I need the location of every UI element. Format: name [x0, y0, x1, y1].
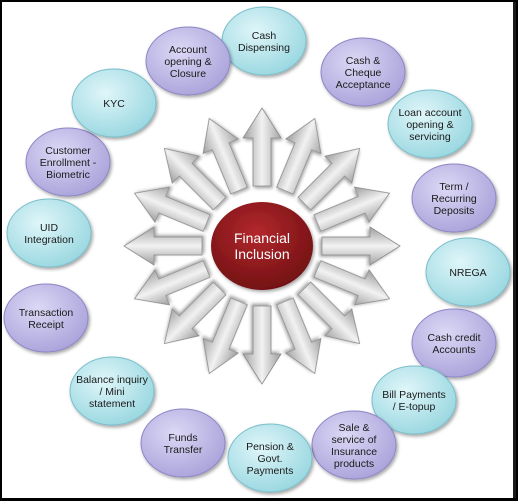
node-ellipse [411, 308, 497, 378]
arrow-2 [276, 117, 322, 195]
arrow-13 [123, 226, 203, 266]
arrow-12 [133, 260, 211, 306]
arrow-1 [242, 107, 282, 187]
node-bill-payments: Bill Payments/ E-topup [371, 365, 457, 435]
node-ellipse [411, 163, 497, 233]
arrow-9 [242, 305, 282, 385]
node-ellipse [371, 365, 457, 435]
node-kyc: KYC [71, 68, 157, 138]
node-ellipse [25, 127, 111, 197]
arrow-15 [163, 147, 227, 211]
arrow-11 [163, 281, 227, 345]
arrow-5 [321, 226, 401, 266]
arrow-8 [276, 297, 322, 375]
node-ellipse [3, 283, 89, 353]
node-ellipse [311, 410, 397, 480]
node-nrega: NREGA [425, 237, 511, 307]
arrow-16 [202, 117, 248, 195]
node-label: KYC [103, 98, 125, 110]
center-ellipse [211, 202, 313, 290]
node-ellipse [69, 356, 155, 426]
arrow-ring [123, 107, 401, 385]
node-label: NREGA [449, 267, 486, 279]
node-ellipse [145, 26, 231, 96]
arrow-3 [297, 147, 361, 211]
node-ellipse [6, 198, 92, 268]
node-ellipse [140, 408, 226, 478]
arrow-14 [133, 186, 211, 232]
node-pension-payments: Pension &Govt.Payments [227, 423, 313, 493]
node-label: Pension &Govt.Payments [246, 441, 294, 477]
node-ellipse [71, 68, 157, 138]
arrow-4 [313, 186, 391, 232]
arrow-10 [202, 297, 248, 375]
node-ellipse [425, 237, 511, 307]
node-ellipse [227, 423, 313, 493]
node-ellipse [387, 89, 473, 159]
arrow-7 [297, 281, 361, 345]
node-ellipse [320, 37, 406, 107]
node-label: Bill Payments/ E-topup [382, 389, 446, 413]
arrow-6 [313, 260, 391, 306]
